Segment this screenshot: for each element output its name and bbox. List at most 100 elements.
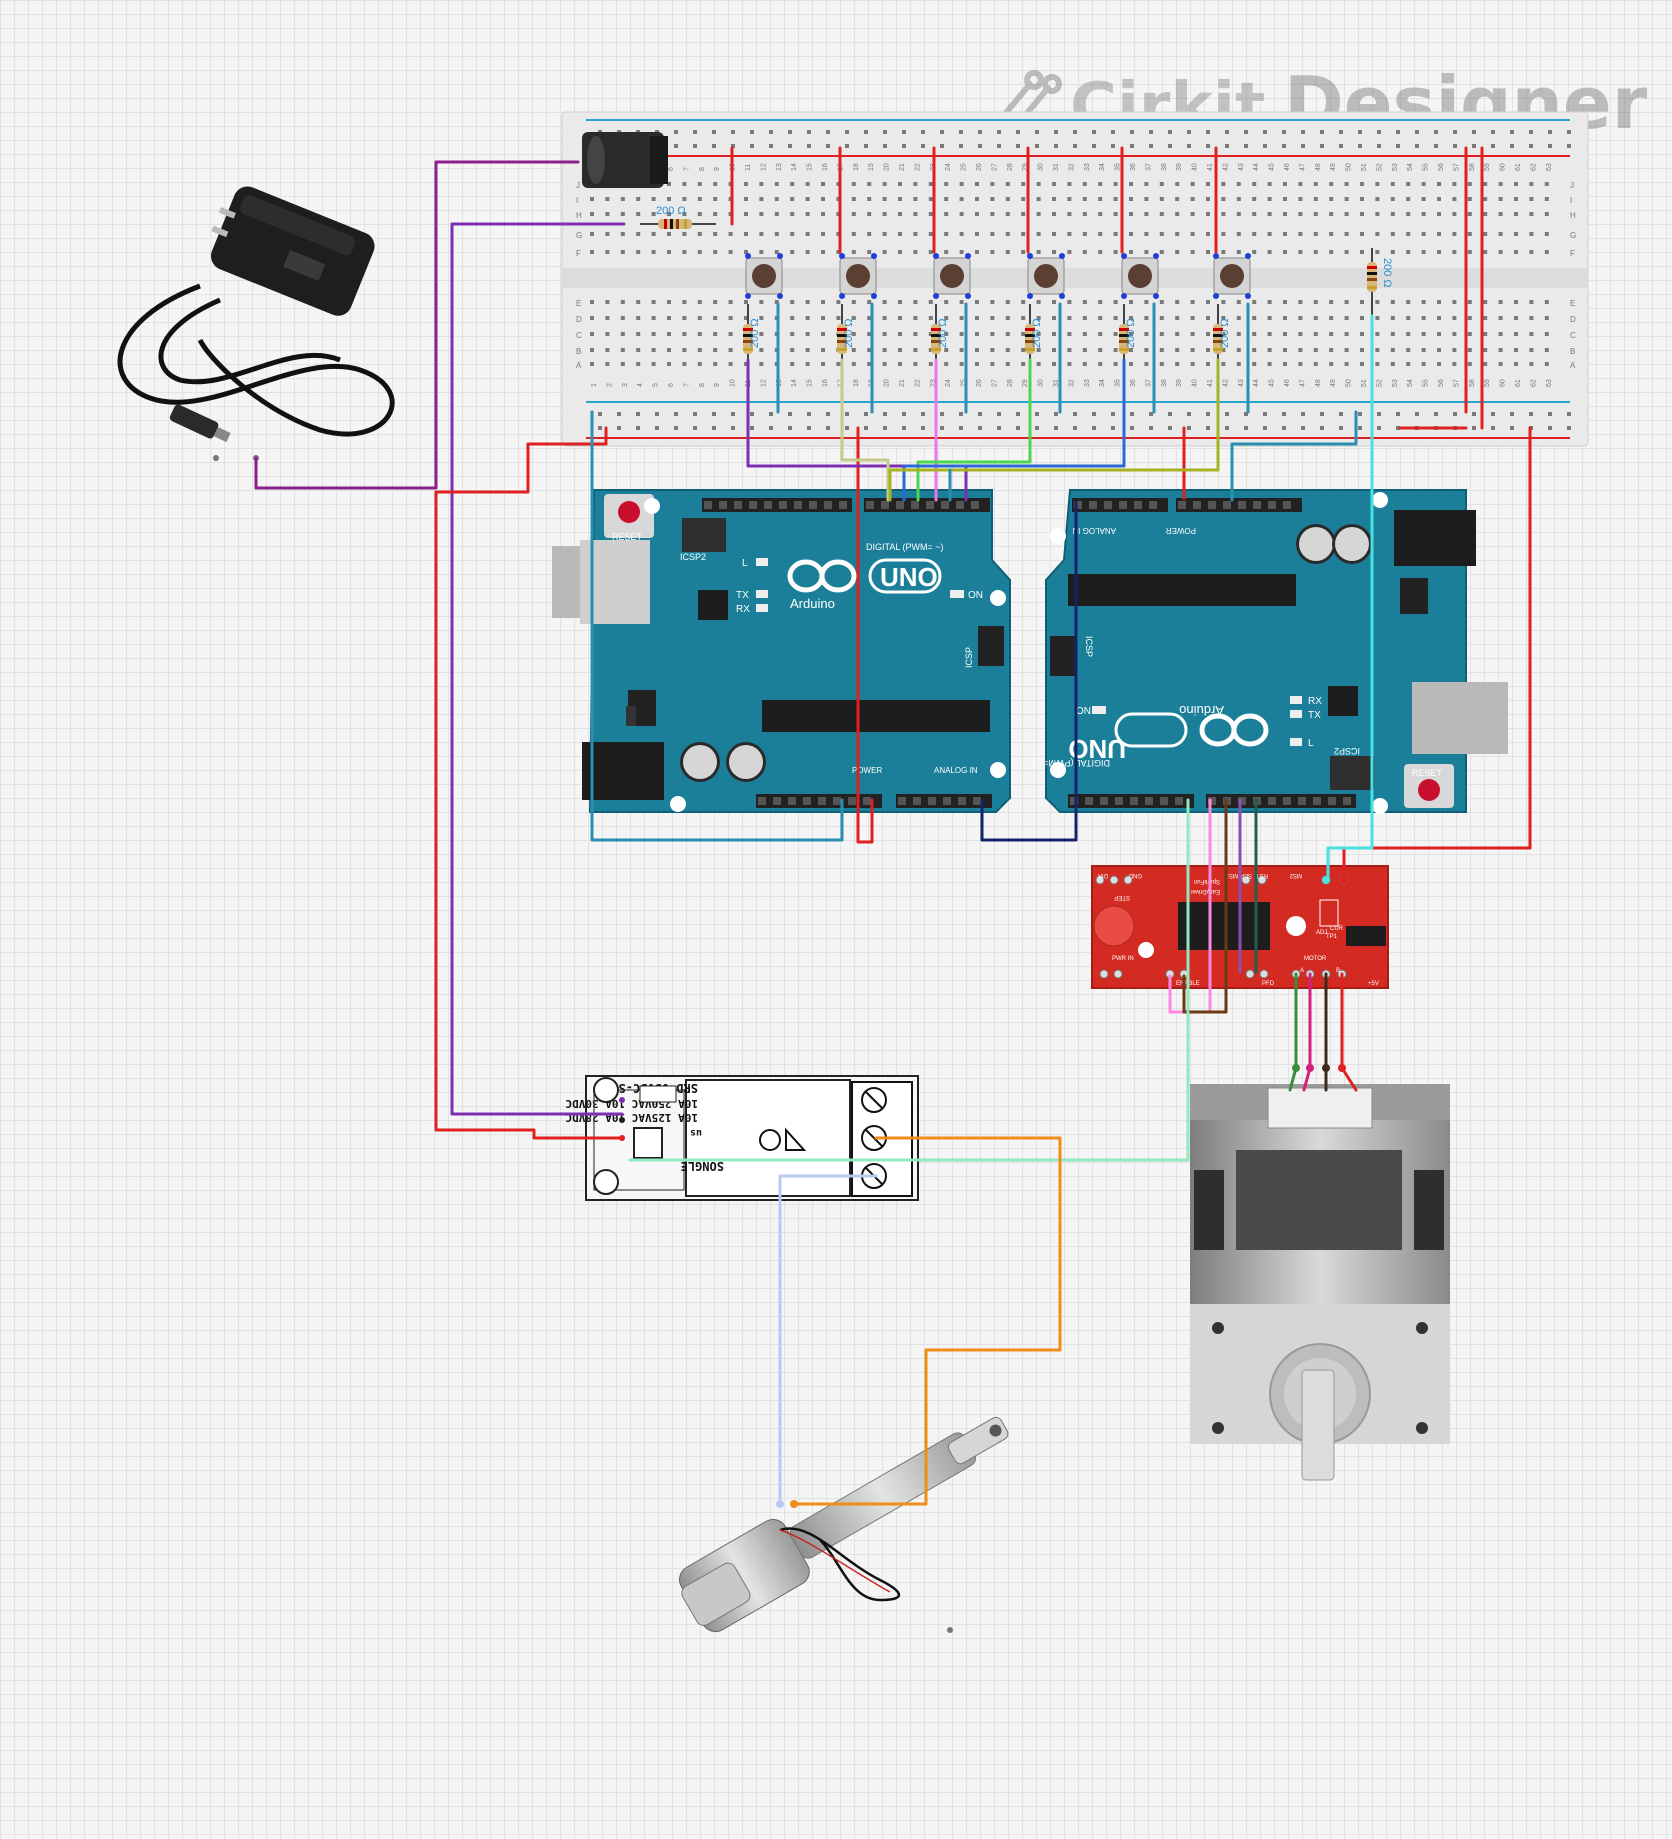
wire-endpoints bbox=[776, 876, 1348, 1508]
breadboard-hole bbox=[1175, 232, 1180, 236]
rail-hole bbox=[959, 426, 963, 430]
breadboard-hole bbox=[1021, 348, 1026, 352]
breadboard-hole bbox=[744, 197, 748, 201]
breadboard-hole bbox=[1144, 250, 1149, 254]
rail-hole bbox=[1301, 130, 1305, 134]
wire-actuator-blue[interactable] bbox=[778, 1174, 878, 1506]
rail-hole bbox=[1130, 130, 1134, 134]
push-button[interactable] bbox=[839, 253, 877, 299]
rail-hole bbox=[1168, 130, 1172, 134]
wire-relay-vcc[interactable] bbox=[450, 222, 626, 1116]
breadboard-hole bbox=[944, 250, 949, 254]
wire-5v-gnd[interactable] bbox=[590, 410, 844, 842]
power-label: POWER bbox=[852, 766, 882, 775]
arduino-uno-left[interactable]: RESET ICSP2 UNO Arduino DIGITAL (PWM= ~)… bbox=[552, 489, 1011, 813]
breadboard-hole bbox=[882, 348, 887, 352]
breadboard-hole bbox=[821, 250, 825, 254]
breadboard-hole bbox=[990, 300, 995, 304]
breadboard-hole bbox=[1437, 182, 1441, 186]
push-button[interactable] bbox=[1121, 253, 1159, 299]
breadboard-hole bbox=[851, 250, 856, 254]
resistor[interactable]: 200 Ω bbox=[837, 304, 855, 376]
breadboard-hole bbox=[774, 182, 779, 186]
reset-button[interactable] bbox=[618, 501, 640, 523]
breadboard-hole bbox=[728, 232, 733, 236]
reset-button[interactable] bbox=[1418, 779, 1440, 801]
wire-actuator-orange[interactable] bbox=[792, 1136, 1062, 1506]
wire-btn-5[interactable] bbox=[902, 358, 1126, 502]
resistor-r8[interactable]: 200 Ω bbox=[1367, 248, 1393, 316]
breadboard-hole bbox=[1221, 332, 1226, 336]
resistor[interactable]: 200 Ω bbox=[1213, 304, 1231, 376]
column-number: 33 bbox=[1084, 163, 1091, 171]
column-number: 8 bbox=[699, 383, 706, 387]
resistor[interactable]: 200 Ω bbox=[931, 304, 949, 376]
breadboard-hole bbox=[1529, 332, 1534, 336]
breadboard-hole bbox=[898, 232, 902, 236]
breadboard-hole bbox=[682, 182, 687, 186]
breadboard-hole bbox=[1267, 332, 1272, 336]
wire-motor-b2[interactable] bbox=[1340, 972, 1358, 1092]
arduino-brand-text: Arduino bbox=[1179, 703, 1224, 718]
breadboard-hole bbox=[1098, 182, 1103, 186]
column-number: 23 bbox=[930, 379, 937, 387]
resistor-r8-label: 200 Ω bbox=[1381, 258, 1393, 288]
rail-hole bbox=[1149, 426, 1153, 430]
wire-btn-2[interactable] bbox=[840, 358, 890, 502]
wire-vin[interactable] bbox=[856, 426, 874, 844]
breadboard-hole bbox=[944, 300, 949, 304]
arduino-uno-right[interactable]: RESET ICSP2 UNO Arduino DIGITAL (PWM= ~)… bbox=[1032, 489, 1508, 814]
breadboard-hole bbox=[774, 197, 779, 201]
wire-a5[interactable] bbox=[980, 500, 1078, 842]
resistor-r1[interactable]: 200 Ω bbox=[640, 205, 716, 229]
column-number: 35 bbox=[1115, 163, 1122, 171]
linear-actuator[interactable] bbox=[671, 1394, 1022, 1638]
breadboard-hole bbox=[759, 250, 764, 254]
column-number: 21 bbox=[899, 379, 906, 387]
wire-btn-6[interactable] bbox=[888, 358, 1220, 502]
svg-text:TX: TX bbox=[736, 590, 749, 601]
breadboard-hole bbox=[1406, 316, 1411, 320]
push-button[interactable] bbox=[1027, 253, 1065, 299]
breadboard-hole bbox=[1067, 332, 1072, 336]
svg-text:RX: RX bbox=[1308, 696, 1322, 707]
breadboard-hole bbox=[1175, 212, 1180, 216]
column-number: 34 bbox=[1099, 163, 1106, 171]
relay-module[interactable]: SRD-05VDC-SL-C 10A 250VAC 10A 30VDC 10A … bbox=[566, 1075, 919, 1201]
wire-driver-pwr[interactable] bbox=[1342, 426, 1532, 882]
breadboard-hole bbox=[1483, 362, 1488, 366]
dc-barrel-jack[interactable] bbox=[582, 132, 668, 188]
breadboard-hole bbox=[667, 250, 671, 254]
rail-hole bbox=[1206, 426, 1210, 430]
wire-motor-a2[interactable] bbox=[1302, 972, 1312, 1092]
push-button[interactable] bbox=[933, 253, 971, 299]
breadboard[interactable]: 1122334455667788991010111112121313141415… bbox=[561, 111, 1589, 447]
rail-hole bbox=[1225, 144, 1229, 148]
breadboard-hole bbox=[682, 197, 687, 201]
wire-relay-red[interactable] bbox=[434, 426, 624, 1140]
wire-relay-signal[interactable] bbox=[628, 1010, 1190, 1162]
wire-adapter-power[interactable] bbox=[254, 160, 580, 490]
wire-en[interactable] bbox=[1182, 798, 1228, 1014]
rail-hole bbox=[1016, 130, 1020, 134]
wall-power-adapter[interactable] bbox=[117, 179, 395, 461]
rail-hole bbox=[1415, 130, 1419, 134]
breadboard-hole bbox=[990, 232, 995, 236]
stepper-motor[interactable] bbox=[1190, 1084, 1450, 1481]
breadboard-hole bbox=[1514, 197, 1518, 201]
push-button[interactable] bbox=[1213, 253, 1251, 299]
push-button[interactable] bbox=[745, 253, 783, 299]
breadboard-hole bbox=[1005, 182, 1010, 186]
rail-hole bbox=[1396, 412, 1400, 416]
wire-right-gnd[interactable] bbox=[1230, 410, 1358, 502]
rail-hole bbox=[1149, 412, 1153, 416]
breadboard-hole bbox=[1421, 232, 1426, 236]
wire-btn-1[interactable] bbox=[746, 358, 968, 502]
rail-hole bbox=[1054, 412, 1058, 416]
breadboard-hole bbox=[636, 212, 641, 216]
breadboard-hole bbox=[590, 212, 594, 216]
wire-motor-a1[interactable] bbox=[1288, 972, 1298, 1092]
wire-btn-4[interactable] bbox=[916, 358, 1032, 502]
breadboard-hole bbox=[1098, 212, 1103, 216]
wire-cyan-driver[interactable] bbox=[1326, 314, 1374, 882]
